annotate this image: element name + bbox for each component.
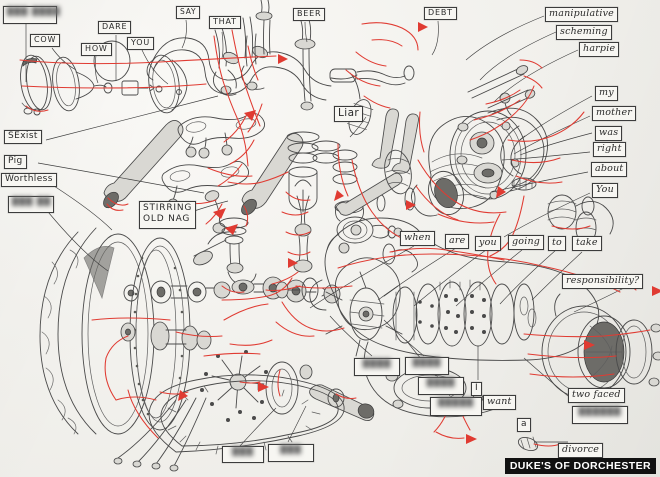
label-cow: COW	[30, 34, 61, 48]
label-stirring-old-nag: STIRRING OLD NAG	[139, 201, 197, 229]
label-divorce: divorce	[558, 443, 604, 458]
label-my: my	[595, 86, 618, 101]
watermark-dukes-of-dorchester: DUKE'S OF DORCHESTER	[504, 458, 656, 474]
label-i: I	[471, 382, 483, 397]
small-parts	[311, 65, 614, 452]
label-redacted-mid-left: ████	[354, 358, 400, 376]
label-want: want	[483, 395, 516, 410]
label-redacted-bottom-left: ███	[222, 446, 264, 463]
engine-case	[449, 92, 549, 200]
wheel-assembly	[39, 227, 212, 472]
label-say: SAY	[176, 6, 201, 19]
label-how: HOW	[81, 43, 112, 57]
redacted-text: ███	[232, 447, 254, 456]
redacted-text: ███ ████	[7, 7, 61, 16]
label-beer: BEER	[293, 8, 326, 22]
redacted-text: ██████	[578, 407, 622, 416]
redacted-text: ███	[280, 445, 302, 454]
label-two-faced: two faced	[568, 388, 625, 403]
label-liar: Liar	[334, 106, 364, 123]
label-mother: mother	[592, 106, 637, 121]
label-sexist: SExist	[4, 130, 42, 145]
label-you-top: YOU	[127, 37, 155, 51]
label-right: right	[593, 142, 626, 157]
label-was: was	[595, 126, 623, 141]
label-debt: DEBT	[424, 7, 457, 21]
label-to: to	[548, 236, 566, 251]
label-redacted-top-left: ███ ████	[3, 6, 61, 24]
label-redacted-two-faced: ██████	[572, 406, 628, 424]
redacted-text: █████	[438, 398, 474, 407]
label-harpie: harpie	[579, 42, 620, 57]
headlamp-assembly	[20, 40, 188, 116]
label-redacted-mid-center2: ████	[418, 377, 464, 395]
label-responsibility: responsibility?	[562, 274, 644, 289]
label-take: take	[572, 236, 602, 251]
label-are: are	[445, 234, 470, 249]
label-you-mid: you	[475, 236, 501, 251]
label-redacted-lower-center: █████	[430, 397, 482, 416]
redacted-text: ████	[426, 378, 456, 387]
piston-cylinder	[286, 131, 320, 273]
label-scheming: scheming	[556, 25, 612, 40]
label-dare: DARE	[98, 21, 132, 35]
label-you-right: You	[592, 183, 618, 198]
redacted-text: ████	[362, 359, 392, 368]
label-redacted-bottom-left2: ███	[268, 444, 314, 462]
label-that: THAT	[209, 16, 241, 30]
label-a: a	[517, 418, 531, 433]
label-when: when	[400, 231, 435, 246]
label-about: about	[591, 162, 628, 177]
label-pig: Pig	[4, 155, 27, 170]
label-going: going	[508, 235, 545, 250]
gearbox-cluster	[325, 257, 537, 357]
label-redacted-below-worthless: ███ ██	[8, 196, 54, 213]
label-manipulative: manipulative	[545, 7, 618, 22]
label-redacted-mid-center: ████	[405, 357, 449, 375]
label-worthless: Worthless	[1, 173, 57, 188]
fork-legs	[103, 120, 304, 216]
redacted-text: ████	[412, 358, 442, 367]
red-arrowheads	[178, 22, 660, 444]
redacted-text: ███ ██	[12, 197, 52, 206]
coil-spring-right	[547, 194, 614, 235]
